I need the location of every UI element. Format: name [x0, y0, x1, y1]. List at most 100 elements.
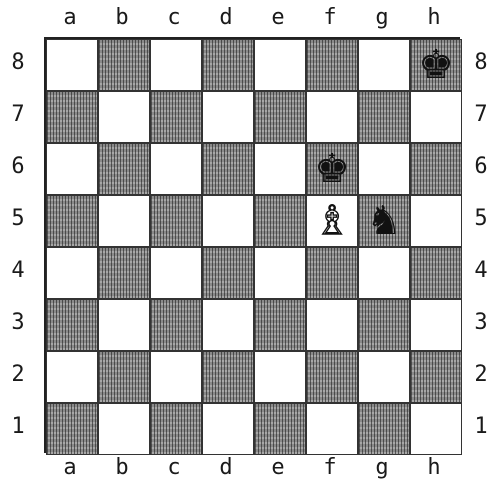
square-d2[interactable] — [202, 351, 254, 403]
rank-label-6-right: 6 — [469, 156, 493, 178]
square-d8[interactable] — [202, 39, 254, 91]
square-h5[interactable] — [410, 195, 462, 247]
black-king-icon[interactable]: ♚ — [307, 144, 357, 194]
rank-label-2-left: 2 — [6, 364, 30, 386]
square-e7[interactable] — [254, 91, 306, 143]
rank-label-1-right: 1 — [469, 416, 493, 438]
white-bishop-icon[interactable]: ♗ — [307, 196, 357, 246]
file-label-b-top: b — [96, 7, 148, 29]
square-b3[interactable] — [98, 299, 150, 351]
square-c2[interactable] — [150, 351, 202, 403]
square-g7[interactable] — [358, 91, 410, 143]
file-label-e-top: e — [252, 7, 304, 29]
square-f3[interactable] — [306, 299, 358, 351]
square-h4[interactable] — [410, 247, 462, 299]
square-d4[interactable] — [202, 247, 254, 299]
file-label-c-bottom: c — [148, 457, 200, 479]
square-g2[interactable] — [358, 351, 410, 403]
square-h2[interactable] — [410, 351, 462, 403]
file-label-h-bottom: h — [408, 457, 460, 479]
rank-label-1-left: 1 — [6, 416, 30, 438]
square-b5[interactable] — [98, 195, 150, 247]
square-a3[interactable] — [46, 299, 98, 351]
square-c7[interactable] — [150, 91, 202, 143]
square-a7[interactable] — [46, 91, 98, 143]
square-e6[interactable] — [254, 143, 306, 195]
square-f5[interactable]: ♗ — [306, 195, 358, 247]
square-g8[interactable] — [358, 39, 410, 91]
rank-label-8-right: 8 — [469, 52, 493, 74]
square-b6[interactable] — [98, 143, 150, 195]
square-a4[interactable] — [46, 247, 98, 299]
file-label-d-bottom: d — [200, 457, 252, 479]
square-b1[interactable] — [98, 403, 150, 455]
square-d6[interactable] — [202, 143, 254, 195]
square-e5[interactable] — [254, 195, 306, 247]
square-e3[interactable] — [254, 299, 306, 351]
square-c8[interactable] — [150, 39, 202, 91]
square-h8[interactable]: ♚ — [410, 39, 462, 91]
square-h1[interactable] — [410, 403, 462, 455]
file-label-f-bottom: f — [304, 457, 356, 479]
square-g1[interactable] — [358, 403, 410, 455]
square-a6[interactable] — [46, 143, 98, 195]
rank-label-3-left: 3 — [6, 312, 30, 334]
square-a8[interactable] — [46, 39, 98, 91]
black-knight-icon[interactable]: ♞ — [359, 196, 409, 246]
square-h6[interactable] — [410, 143, 462, 195]
square-f2[interactable] — [306, 351, 358, 403]
square-c1[interactable] — [150, 403, 202, 455]
rank-label-7-right: 7 — [469, 104, 493, 126]
square-c6[interactable] — [150, 143, 202, 195]
square-d3[interactable] — [202, 299, 254, 351]
square-e1[interactable] — [254, 403, 306, 455]
square-a2[interactable] — [46, 351, 98, 403]
rank-label-4-left: 4 — [6, 260, 30, 282]
black-king-icon[interactable]: ♚ — [411, 40, 461, 90]
square-b7[interactable] — [98, 91, 150, 143]
square-a1[interactable] — [46, 403, 98, 455]
file-label-a-bottom: a — [44, 457, 96, 479]
rank-label-5-left: 5 — [6, 208, 30, 230]
rank-label-4-right: 4 — [469, 260, 493, 282]
square-f7[interactable] — [306, 91, 358, 143]
file-label-c-top: c — [148, 7, 200, 29]
chess-board[interactable]: ♚♚♗♞ — [44, 37, 460, 453]
square-e2[interactable] — [254, 351, 306, 403]
square-h7[interactable] — [410, 91, 462, 143]
square-c3[interactable] — [150, 299, 202, 351]
rank-label-7-left: 7 — [6, 104, 30, 126]
square-a5[interactable] — [46, 195, 98, 247]
file-label-f-top: f — [304, 7, 356, 29]
square-f6[interactable]: ♚ — [306, 143, 358, 195]
square-d5[interactable] — [202, 195, 254, 247]
rank-label-5-right: 5 — [469, 208, 493, 230]
square-e4[interactable] — [254, 247, 306, 299]
rank-label-2-right: 2 — [469, 364, 493, 386]
square-b4[interactable] — [98, 247, 150, 299]
square-c4[interactable] — [150, 247, 202, 299]
file-label-b-bottom: b — [96, 457, 148, 479]
rank-label-3-right: 3 — [469, 312, 493, 334]
square-g3[interactable] — [358, 299, 410, 351]
square-g6[interactable] — [358, 143, 410, 195]
square-b8[interactable] — [98, 39, 150, 91]
square-f1[interactable] — [306, 403, 358, 455]
file-label-a-top: a — [44, 7, 96, 29]
file-label-h-top: h — [408, 7, 460, 29]
square-h3[interactable] — [410, 299, 462, 351]
square-b2[interactable] — [98, 351, 150, 403]
file-label-d-top: d — [200, 7, 252, 29]
rank-label-6-left: 6 — [6, 156, 30, 178]
file-label-e-bottom: e — [252, 457, 304, 479]
square-d7[interactable] — [202, 91, 254, 143]
square-c5[interactable] — [150, 195, 202, 247]
square-f4[interactable] — [306, 247, 358, 299]
file-label-g-bottom: g — [356, 457, 408, 479]
square-g4[interactable] — [358, 247, 410, 299]
square-g5[interactable]: ♞ — [358, 195, 410, 247]
square-f8[interactable] — [306, 39, 358, 91]
square-d1[interactable] — [202, 403, 254, 455]
square-e8[interactable] — [254, 39, 306, 91]
rank-label-8-left: 8 — [6, 52, 30, 74]
